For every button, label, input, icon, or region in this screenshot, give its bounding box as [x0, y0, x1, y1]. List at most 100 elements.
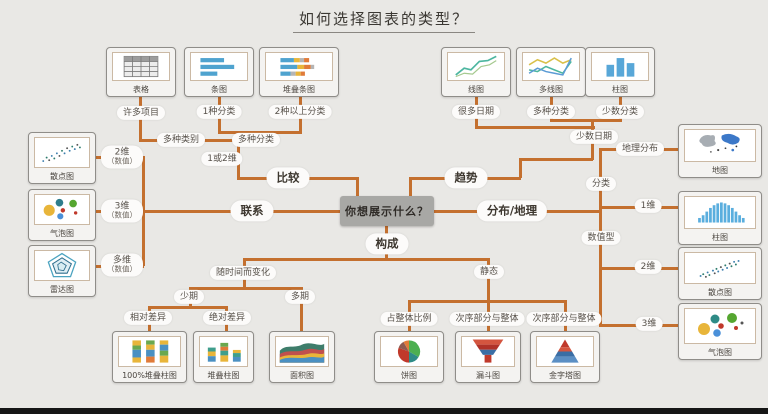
- pill-few-categories: 少数分类: [595, 104, 645, 120]
- pill-multi-class: 多种类别: [156, 132, 206, 148]
- bubble-icon: [34, 194, 90, 225]
- connector-line: [550, 119, 622, 122]
- chart-node-stacked-column: 堆叠柱图: [193, 331, 254, 383]
- pill-dim3: 3维: [635, 316, 663, 332]
- connector-line: [300, 287, 303, 331]
- chart-node-label: 散点图: [50, 172, 74, 181]
- pill-dim3-value: 3维 （数值）: [101, 199, 143, 223]
- chart-node-bar: 条图: [184, 47, 254, 97]
- connector-line: [356, 177, 359, 197]
- scatter-icon: [34, 137, 90, 168]
- pill-absolute-diff: 绝对差异: [202, 310, 252, 326]
- pill-many-items: 许多项目: [116, 105, 166, 121]
- chart-node-label: 漏斗图: [476, 371, 500, 380]
- chart-node-multi-line: 多线图: [516, 47, 586, 97]
- chart-node-label: 散点图: [708, 288, 732, 297]
- chart-node-pie: 饼图: [374, 331, 444, 383]
- pill-two-plus-categories: 2种以上分类: [268, 104, 332, 120]
- chart-node-bubble-left: 气泡图: [28, 189, 96, 241]
- chart-node-stacked-100: 100%堆叠柱图: [112, 331, 187, 383]
- chart-node-label: 条图: [211, 85, 227, 94]
- connector-line: [409, 177, 453, 180]
- connector-line: [237, 177, 274, 180]
- chart-node-area: 面积图: [269, 331, 335, 383]
- bottom-bar: [0, 408, 768, 414]
- chart-node-label: 金字塔图: [549, 371, 581, 380]
- pill-multi-category-trend: 多种分类: [526, 104, 576, 120]
- pill-many-periods: 多期: [284, 289, 316, 305]
- multi-line-icon: [522, 52, 580, 81]
- stacked-hbar-icon: [265, 52, 333, 81]
- chart-node-line: 线图: [441, 47, 511, 97]
- chart-node-label: 多线图: [539, 85, 563, 94]
- chart-node-label: 雷达图: [50, 285, 74, 294]
- area-chart-icon: [275, 336, 329, 367]
- histogram-icon: [684, 196, 756, 229]
- chart-node-label: 气泡图: [708, 348, 732, 357]
- pill-relative-diff: 相对差异: [123, 310, 173, 326]
- pill-share-of-whole: 占整体比例: [380, 311, 438, 327]
- connector-line: [243, 258, 490, 261]
- chart-node-funnel: 漏斗图: [455, 331, 521, 383]
- connector-line: [480, 177, 521, 180]
- connector-line: [487, 258, 490, 300]
- connector-line: [519, 158, 522, 178]
- pill-categorical: 分类: [585, 176, 617, 192]
- scatter-icon: [684, 252, 756, 284]
- page-title: 如何选择图表的类型？: [292, 8, 476, 33]
- chart-node-scatter-right: 散点图: [678, 247, 762, 300]
- pill-dim2-value-main: 2维: [114, 147, 130, 158]
- stacked-100-column-icon: [118, 336, 181, 367]
- pill-dim3-value-main: 3维: [114, 201, 130, 212]
- pill-dim1: 1维: [634, 198, 662, 214]
- pill-multi-dim-value-sub: （数值）: [107, 264, 137, 274]
- pill-many-dates: 很多日期: [451, 104, 501, 120]
- chart-node-label: 气泡图: [50, 229, 74, 238]
- chart-node-label: 面积图: [290, 371, 314, 380]
- pyramid-icon: [536, 336, 594, 367]
- line-chart-icon: [447, 52, 505, 81]
- chart-node-label: 柱图: [612, 85, 628, 94]
- chart-node-table: 表格: [106, 47, 176, 97]
- chart-node-scatter-left: 散点图: [28, 132, 96, 184]
- hbar-chart-icon: [190, 52, 248, 81]
- connector-line: [189, 287, 302, 290]
- pill-one-or-two-dim: 1或2维: [201, 151, 243, 167]
- connector-line: [519, 158, 593, 161]
- chart-node-histogram: 柱图: [678, 191, 762, 245]
- pill-few-dates: 少数日期: [569, 129, 619, 145]
- chart-node-label: 堆叠柱图: [207, 371, 240, 380]
- pill-multi-dim-value-main: 多维: [112, 255, 131, 266]
- connector-line: [142, 156, 145, 266]
- pill-few-periods: 少期: [173, 289, 205, 305]
- chart-node-pyramid: 金字塔图: [530, 331, 600, 383]
- connector-line: [409, 177, 412, 197]
- table-icon: [112, 52, 170, 81]
- pill-ordered-part-whole-a: 次序部分与整体: [449, 311, 525, 327]
- stacked-column-icon: [199, 336, 248, 367]
- chart-node-column: 柱图: [585, 47, 655, 97]
- decision-distribution: 分布/地理: [476, 200, 548, 222]
- chart-node-stacked-bar: 堆叠条图: [259, 47, 339, 97]
- radar-icon: [34, 250, 90, 281]
- pill-multi-dim-value: 多维 （数值）: [101, 253, 143, 277]
- connector-line: [148, 306, 227, 309]
- pill-one-category: 1种分类: [196, 104, 242, 120]
- chart-node-label: 饼图: [401, 371, 417, 380]
- pill-dim2-value-sub: （数值）: [107, 156, 137, 166]
- pill-over-time: 随时间而变化: [209, 265, 277, 281]
- connector-line: [94, 210, 341, 213]
- chart-node-label: 柱图: [712, 233, 728, 242]
- column-chart-icon: [591, 52, 649, 81]
- chart-node-radar: 雷达图: [28, 245, 96, 297]
- pill-geo-distribution: 地理分布: [615, 141, 665, 157]
- chart-node-bubble-right: 气泡图: [678, 303, 762, 360]
- chart-node-label: 地图: [712, 166, 728, 175]
- chart-node-label: 堆叠条图: [283, 85, 315, 94]
- world-map-icon: [684, 129, 756, 162]
- chart-node-map: 地图: [678, 124, 762, 178]
- decision-composition: 构成: [365, 233, 409, 255]
- pill-multi-category: 多种分类: [231, 132, 281, 148]
- chart-node-label: 表格: [133, 85, 149, 94]
- pill-ordered-part-whole-b: 次序部分与整体: [526, 311, 602, 327]
